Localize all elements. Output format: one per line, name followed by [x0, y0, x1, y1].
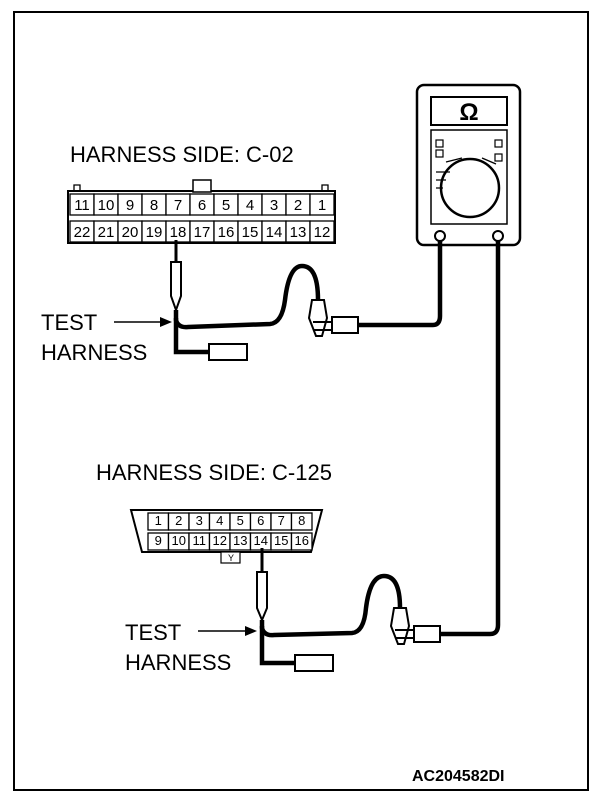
pin-number: 3: [196, 513, 203, 528]
pin-number: 13: [290, 224, 307, 241]
lower-harness-label: HARNESS: [125, 650, 231, 675]
pin-cell: [290, 512, 313, 531]
pin-number: 10: [172, 533, 186, 548]
meter-button-left-mid: [435, 149, 444, 158]
pin-number: 11: [74, 197, 90, 214]
pin-number: 1: [318, 197, 326, 214]
pin-number: 15: [242, 224, 259, 241]
pin-number: 8: [298, 513, 305, 528]
upper-label-arrowhead: [160, 317, 172, 327]
figure-frame: [13, 11, 589, 791]
pin-number: 14: [254, 533, 268, 548]
upper-probe-body: [170, 261, 182, 313]
pin-number: 14: [266, 224, 283, 241]
pin-number: 22: [74, 224, 91, 241]
lower-lead-plug: [413, 625, 441, 643]
connector-c02-latch: [192, 179, 212, 193]
pin-number: 4: [246, 197, 254, 214]
pin-number: 21: [98, 224, 115, 241]
pin-number: 16: [295, 533, 309, 548]
pin-number: 9: [155, 533, 162, 548]
connector-c125-key: [220, 551, 241, 564]
pin-number: 12: [314, 224, 331, 241]
pin-number: 8: [150, 197, 158, 214]
meter-button-left-top: [435, 139, 444, 148]
pin-number: 6: [257, 513, 264, 528]
upper-meter-lead: [358, 241, 443, 328]
connector-c02-tabs: [73, 184, 329, 191]
pin-cell: [309, 193, 335, 216]
pin-number: 4: [216, 513, 223, 528]
figure-code: AC204582DI: [412, 768, 505, 785]
pin-number: 20: [122, 224, 139, 241]
lower-harness-wire: [259, 573, 403, 638]
pin-number: 5: [222, 197, 230, 214]
pin-cell: [309, 220, 335, 243]
pin-number: 18: [170, 224, 187, 241]
pin-number: 7: [278, 513, 285, 528]
upper-harness-wire: [173, 263, 321, 330]
multimeter: Ω: [415, 83, 522, 247]
upper-clip: [307, 299, 329, 337]
upper-lead-plug: [331, 316, 359, 334]
lower-test-label: TEST: [125, 620, 181, 645]
selector-dial: [439, 157, 501, 219]
pin-number: 15: [274, 533, 288, 548]
connector-c02-row-bottom: 22 21 20 19 18 17 16 15 14 13 12: [69, 220, 335, 243]
upper-clip-jaw: [313, 321, 331, 331]
lower-harness-branch: [259, 626, 296, 666]
meter-button-right-mid: [494, 153, 503, 162]
pin-number: 9: [126, 197, 134, 214]
pin-number: 2: [294, 197, 302, 214]
lower-probe-body: [256, 571, 268, 623]
upper-harness-branch: [173, 318, 210, 355]
lower-clip-jaw: [395, 629, 413, 639]
connector-c125-key-label: Y: [228, 553, 234, 563]
lower-clip: [389, 607, 411, 645]
pin-number: 3: [270, 197, 278, 214]
lower-label-arrowhead: [245, 626, 257, 636]
dial-scale-lines: [436, 157, 497, 189]
meter-jack-left: [434, 230, 446, 242]
pin-number: 12: [213, 533, 227, 548]
lower-test-harness: [256, 241, 501, 672]
pin-cell: [290, 532, 313, 551]
lower-meter-lead: [440, 241, 501, 637]
pin-number: 10: [98, 197, 115, 214]
ohm-symbol: Ω: [459, 99, 478, 126]
pin-number: 2: [175, 513, 182, 528]
meter-display: [430, 96, 508, 126]
pin-number: 7: [174, 197, 182, 214]
upper-test-harness: [170, 240, 443, 361]
pin-number: 6: [198, 197, 206, 214]
upper-test-label: TEST: [41, 310, 97, 335]
pin-number: 1: [155, 513, 162, 528]
connector-top-title: HARNESS SIDE: C-02: [70, 142, 294, 167]
pin-number: 5: [237, 513, 244, 528]
lower-harness-end-plug: [294, 654, 334, 672]
upper-harness-end-plug: [208, 343, 248, 361]
upper-harness-label: HARNESS: [41, 340, 147, 365]
pin-number: 11: [193, 533, 207, 548]
pin-number: 19: [146, 224, 163, 241]
meter-button-right-top: [494, 139, 503, 148]
pin-number: 13: [233, 533, 247, 548]
pin-number: 16: [218, 224, 235, 241]
connector-bottom-title: HARNESS SIDE: C-125: [96, 460, 332, 485]
connector-c125-row-bottom: 9 10 11 12 13 14 15 16: [147, 532, 313, 551]
pin-number: 17: [194, 224, 211, 241]
meter-jack-right: [492, 230, 504, 242]
